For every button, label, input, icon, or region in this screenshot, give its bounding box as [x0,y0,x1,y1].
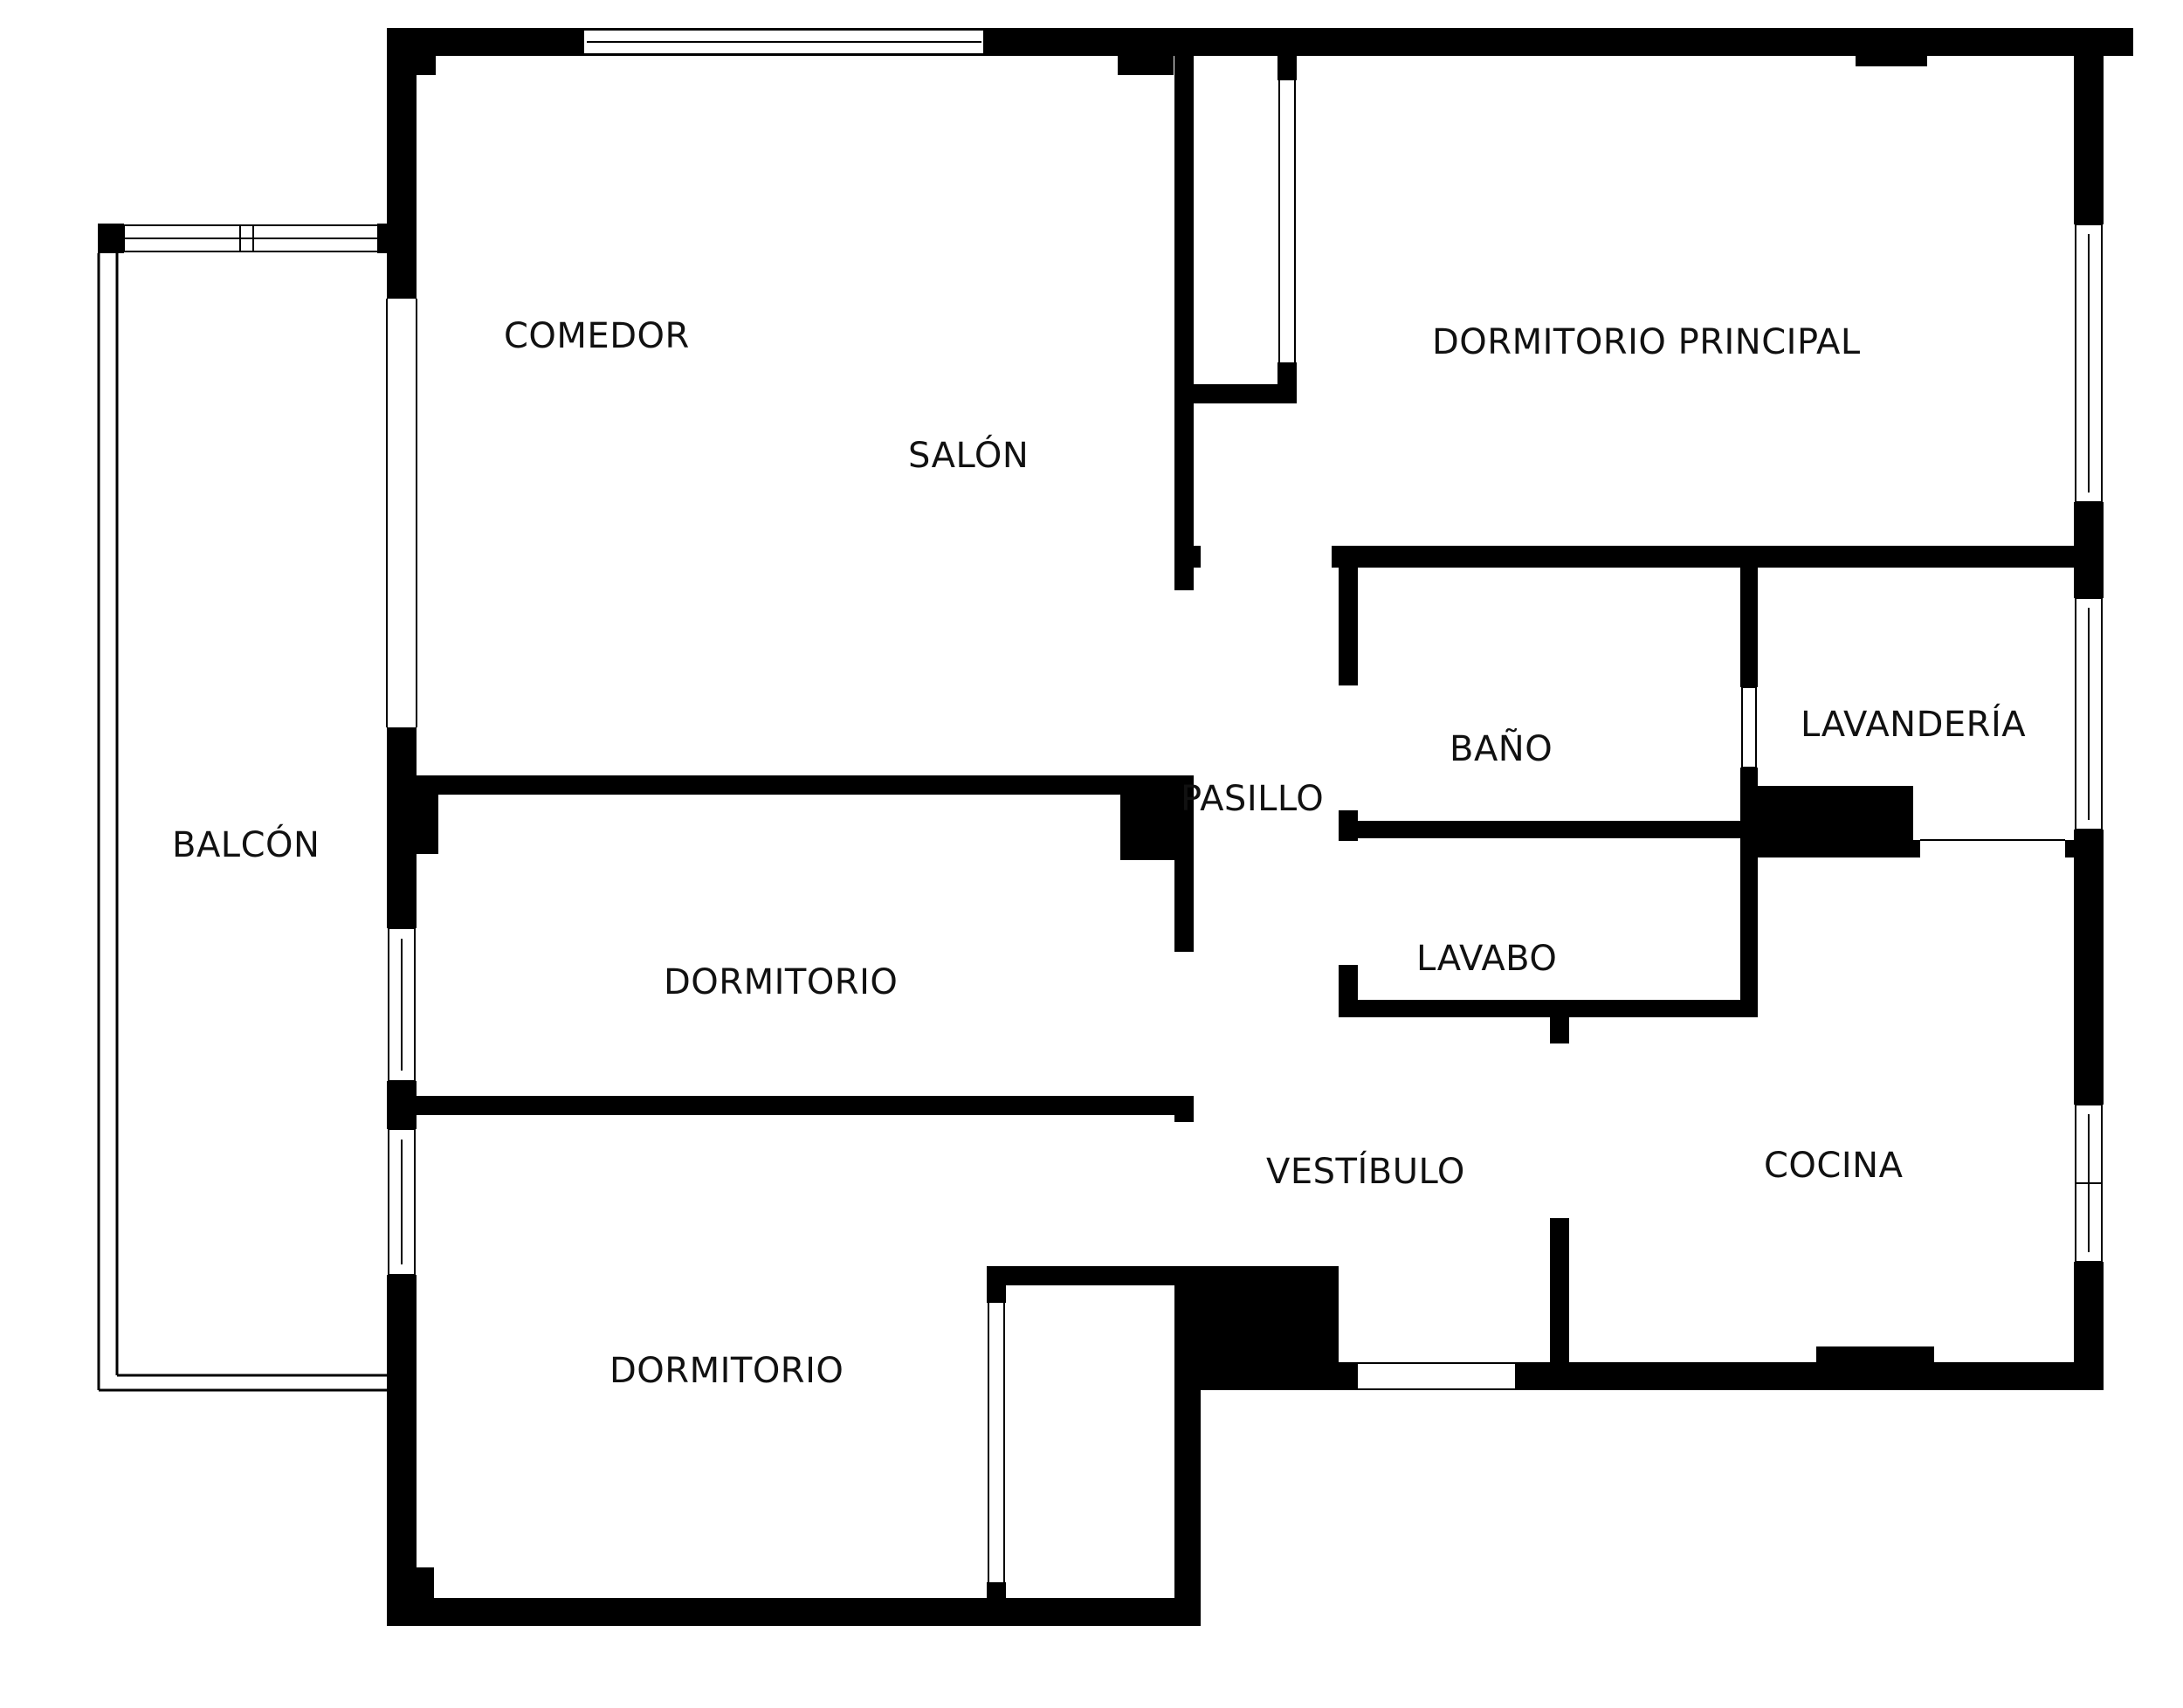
room-label-lavabo: LAVABO [1416,939,1558,979]
interior-walls [387,56,2104,1598]
room-label-lavanderia: LAVANDERÍA [1801,705,2027,745]
room-label-bano: BAÑO [1450,729,1553,769]
room-label-vestibulo: VESTÍBULO [1266,1152,1465,1192]
room-label-dormitorio-1: DORMITORIO [664,962,899,1002]
room-label-comedor: COMEDOR [504,316,690,356]
room-label-dormitorio-principal: DORMITORIO PRINCIPAL [1432,322,1861,362]
room-label-cocina: COCINA [1764,1146,1904,1186]
room-label-balcon: BALCÓN [172,825,320,865]
room-label-pasillo: PASILLO [1181,779,1325,819]
exterior-windows [386,28,2103,1388]
room-label-salon: SALÓN [908,436,1030,476]
room-label-dormitorio-2: DORMITORIO [609,1351,844,1391]
balcony-outline [97,224,391,1392]
